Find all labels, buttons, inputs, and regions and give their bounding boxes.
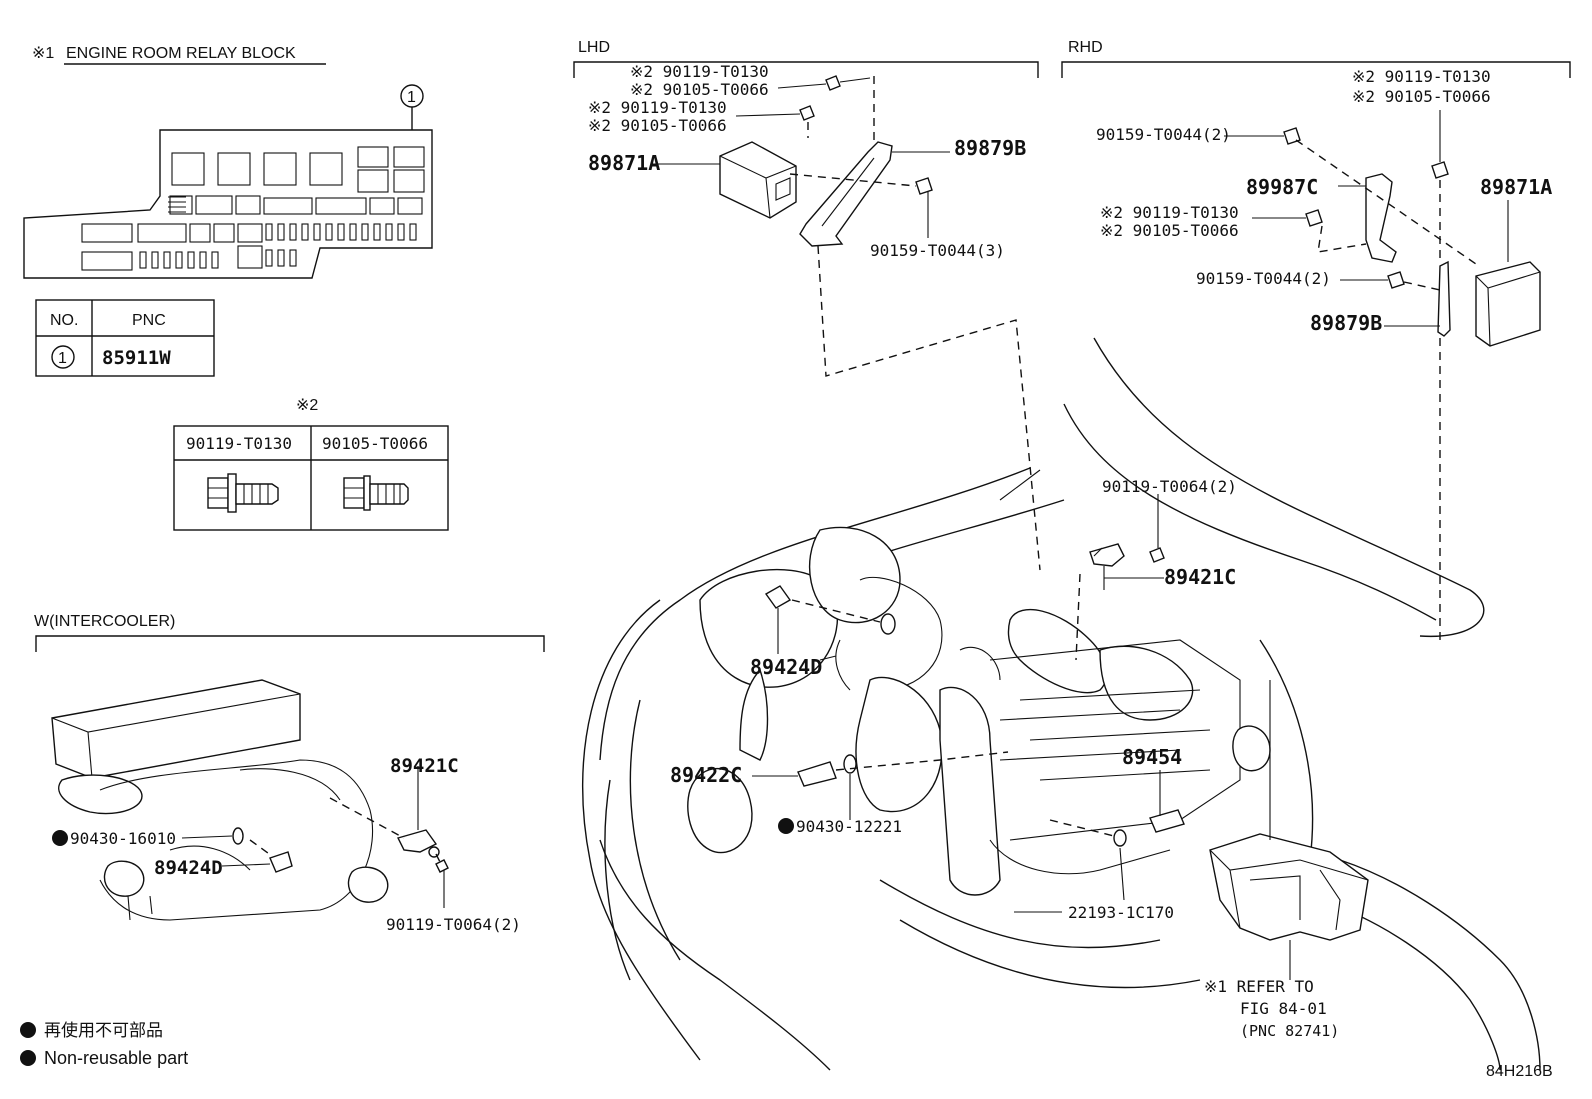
rhd-title: RHD — [1068, 39, 1103, 56]
pnc-table-header-no: NO. — [50, 312, 78, 329]
lhd-label-89871A: 89871A — [588, 151, 660, 175]
legend: 再使用不可部品 Non-reusable part — [20, 1020, 188, 1068]
rhd-ecu-89871A — [1475, 261, 1541, 347]
lhd-label-90159-T0044-3: 90159-T0044(3) — [870, 241, 1005, 260]
figure-code: 84H216B — [1486, 1063, 1553, 1080]
legend-dot-1 — [20, 1022, 36, 1038]
relay-block-title: ENGINE ROOM RELAY BLOCK — [66, 45, 296, 62]
lhd-label-bolt-b2: ※2 90105-T0066 — [588, 116, 727, 135]
pnc-table-header-pnc: PNC — [132, 312, 166, 329]
engine-refer-line-2: FIG 84-01 — [1240, 999, 1327, 1018]
pnc-table: NO. PNC 1 85911W — [35, 299, 215, 377]
rhd-label-90159-T0044-top: 90159-T0044(2) — [1096, 125, 1231, 144]
bolt-table-header-2: 90105-T0066 — [322, 434, 428, 453]
intercooler-label-89424D: 89424D — [154, 857, 223, 879]
engine-refer-line-1: ※1 REFER TO — [1204, 977, 1314, 996]
rhd-label-89871A: 89871A — [1480, 175, 1552, 199]
lhd-title: LHD — [578, 39, 610, 56]
rhd-label-89879B: 89879B — [1310, 311, 1382, 335]
rhd-label-bolt-b1: ※2 90119-T0130 — [1100, 203, 1239, 222]
lhd-section: LHD ※2 90119-T0130 ※2 90105-T0066 ※2 901… — [573, 39, 1041, 571]
intercooler-core — [51, 679, 301, 779]
engine-non-reusable-dot — [778, 818, 794, 834]
intercooler-title: W(INTERCOOLER) — [34, 613, 175, 630]
intercooler-label-90430-16010: 90430-16010 — [70, 829, 176, 848]
engine-label-90119-T0064: 90119-T0064(2) — [1102, 477, 1237, 496]
lhd-label-bolt-a2: ※2 90105-T0066 — [630, 80, 769, 99]
legend-item-en: Non-reusable part — [44, 1048, 188, 1068]
non-reusable-dot — [52, 830, 68, 846]
legend-item-jp: 再使用不可部品 — [44, 1020, 163, 1040]
engine-labels: 90119-T0064(2) 89421C 89424D 89422C 9043… — [670, 477, 1339, 1040]
engine-label-90430-12221: 90430-12221 — [796, 817, 902, 836]
bolt-table-header-1: 90119-T0130 — [186, 434, 292, 453]
engine-assembly-drawing — [582, 337, 1541, 1071]
engine-refer-line-3: (PNC 82741) — [1240, 1022, 1339, 1040]
pnc-table-row-no: 1 — [58, 350, 67, 367]
engine-label-89422C: 89422C — [670, 763, 742, 787]
rhd-label-89987C: 89987C — [1246, 175, 1318, 199]
legend-dot-2 — [20, 1050, 36, 1066]
rhd-bracket-89987C — [1365, 173, 1397, 263]
intercooler-label-89421C: 89421C — [390, 755, 459, 777]
bolt-table-mark: ※2 — [296, 397, 318, 414]
engine-label-89454: 89454 — [1122, 745, 1182, 769]
lhd-label-bolt-a1: ※2 90119-T0130 — [630, 62, 769, 81]
relay-block-outline — [23, 129, 433, 279]
lhd-label-bolt-b1: ※2 90119-T0130 — [588, 98, 727, 117]
rhd-label-bolt-b2: ※2 90105-T0066 — [1100, 221, 1239, 240]
lhd-label-89879B: 89879B — [954, 136, 1026, 160]
intercooler-section: W(INTERCOOLER) 89421C 90430-16010 — [34, 613, 545, 934]
engine-label-89424D: 89424D — [750, 655, 822, 679]
rhd-label-bolt-a1: ※2 90119-T0130 — [1352, 67, 1491, 86]
relay-block-mark: ※1 — [32, 45, 54, 62]
flange-bolt-washer-icon — [207, 473, 279, 513]
flange-bolt-icon — [343, 475, 409, 511]
bolt-table: ※2 90119-T0130 90105-T0066 — [173, 397, 449, 531]
intercooler-label-90119-T0064: 90119-T0064(2) — [386, 915, 521, 934]
relay-block-section: ※1 ENGINE ROOM RELAY BLOCK 1 — [23, 45, 433, 279]
engine-label-22193-1C170: 22193-1C170 — [1068, 903, 1174, 922]
rhd-label-bolt-a2: ※2 90105-T0066 — [1352, 87, 1491, 106]
engine-relay-block — [1209, 833, 1369, 941]
rhd-label-90159-T0044-mid: 90159-T0044(2) — [1196, 269, 1331, 288]
relay-callout-number: 1 — [407, 89, 416, 106]
rhd-section: RHD ※2 90119-T0130 ※2 90105-T0066 90159-… — [1061, 39, 1571, 640]
rhd-bracket-89879B — [1437, 260, 1451, 337]
pnc-table-row-pnc: 85911W — [102, 347, 171, 369]
engine-label-89421C: 89421C — [1164, 565, 1236, 589]
